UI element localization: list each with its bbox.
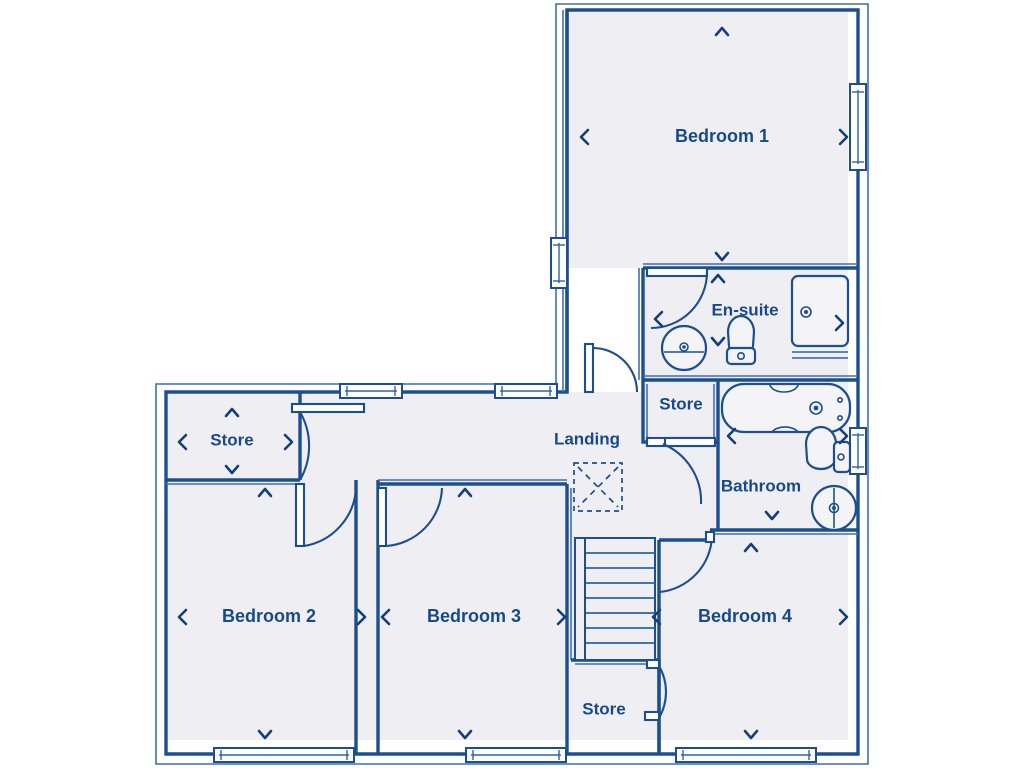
dim-arrow-bedroom1-n	[714, 26, 730, 37]
door-bedroom3	[376, 486, 444, 548]
door-bedroom1	[583, 342, 639, 394]
room-label-landing: Landing	[554, 429, 620, 448]
floor-fill-areas	[166, 10, 848, 740]
door-bedroom2	[294, 482, 358, 548]
room-label-bedroom4: Bedroom 4	[698, 606, 792, 626]
window-bedroom1-east	[849, 83, 867, 171]
dim-arrow-bathroom-e	[838, 427, 849, 445]
dim-arrow-bedroom2-e	[356, 608, 367, 626]
dim-arrow-bedroom2-w	[177, 608, 188, 626]
interior-walls	[166, 10, 858, 754]
window-bedroom3-south	[465, 747, 567, 763]
room-label-bedroom1: Bedroom 1	[675, 126, 769, 146]
window-bedroom1-west	[550, 237, 568, 289]
basin-icon-ensuite	[660, 324, 708, 372]
room-label-store-left: Store	[210, 430, 253, 449]
dim-arrow-bedroom4-e	[838, 608, 849, 626]
dim-arrow-bedroom1-e	[838, 128, 849, 146]
window-bathroom-east	[849, 427, 867, 475]
window-bedroom4-south	[675, 747, 817, 763]
dim-arrow-bedroom3-w	[380, 608, 391, 626]
dim-arrow-bedroom4-s	[743, 729, 759, 740]
dim-arrow-bedroom2-n	[257, 487, 273, 498]
dim-arrow-bedroom3-s	[457, 729, 473, 740]
dim-arrow-bedroom3-n	[457, 487, 473, 498]
room-label-bathroom: Bathroom	[721, 476, 801, 495]
loft-hatch-icon	[573, 462, 623, 512]
window-bedroom2-south	[213, 747, 355, 763]
bath-icon	[720, 382, 852, 434]
door-bathroom	[662, 436, 717, 505]
door-bedroom4	[658, 530, 716, 594]
dim-arrow-storeleft-e	[283, 433, 294, 451]
toilet-icon-ensuite	[725, 314, 757, 366]
dim-arrow-bedroom4-w	[651, 608, 662, 626]
dim-arrow-bathroom-w	[726, 427, 737, 445]
dim-arrow-ensuite-s	[710, 336, 726, 347]
door-store-left	[290, 402, 366, 481]
dim-arrow-bedroom3-e	[556, 608, 567, 626]
door-store-bottom	[643, 658, 668, 722]
staircase-icon	[574, 537, 656, 661]
room-label-store-bottom: Store	[582, 699, 625, 718]
room-label-store-upper: Store	[659, 394, 702, 413]
room-label-bedroom2: Bedroom 2	[222, 606, 316, 626]
dim-arrow-bathroom-s	[764, 510, 780, 521]
shower-icon	[790, 274, 850, 348]
dim-arrow-storeleft-n	[224, 407, 240, 418]
basin-icon-bathroom	[810, 484, 858, 532]
bathroom-fixtures	[573, 274, 858, 661]
doors	[290, 266, 717, 722]
room-labels: Bedroom 1 En-suite Store Bathroom Landin…	[210, 126, 801, 719]
dim-arrow-bedroom1-w	[579, 128, 590, 146]
dim-arrow-storeleft-s	[224, 464, 240, 475]
dim-arrow-ensuite-n	[710, 273, 726, 284]
room-label-ensuite: En-suite	[711, 300, 778, 319]
dim-arrow-ensuite-w	[653, 310, 664, 328]
room-label-bedroom3: Bedroom 3	[427, 606, 521, 626]
dim-arrow-bedroom4-n	[743, 542, 759, 553]
windows	[213, 83, 867, 763]
window-store-left-north	[339, 383, 403, 399]
dim-arrow-bedroom1-s	[714, 251, 730, 262]
dim-arrow-bedroom2-s	[257, 729, 273, 740]
dim-arrow-ensuite-e	[834, 314, 845, 332]
window-landing-north	[494, 383, 558, 399]
dimension-arrows	[177, 26, 849, 740]
dim-arrow-storeleft-w	[177, 433, 188, 451]
